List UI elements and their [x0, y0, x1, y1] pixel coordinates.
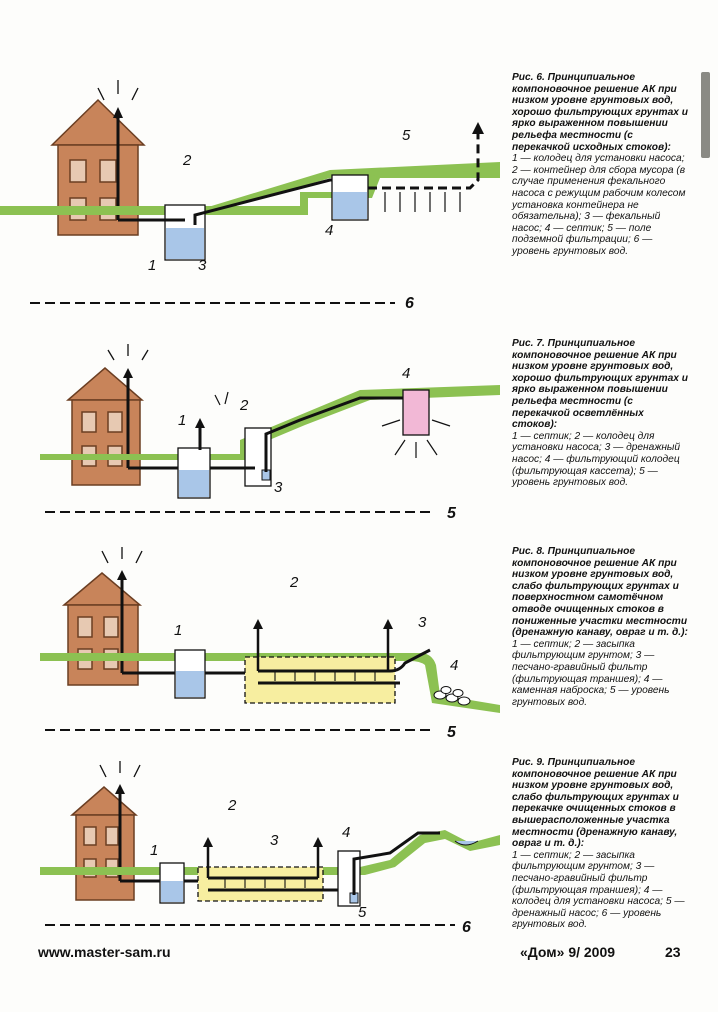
label-5: 5: [358, 904, 367, 921]
pressure-pipe: [193, 178, 345, 225]
figure-6-caption: Рис. 6. Принципиальное компоновочное реш…: [512, 72, 688, 258]
septic-water: [179, 470, 209, 497]
filtration-vent-icon: [472, 122, 484, 134]
ground-surface: [40, 653, 500, 713]
ground-surface: [40, 385, 500, 460]
ground-surface: [40, 830, 500, 875]
figure-8-diagram: 1 2 3 4 5: [40, 547, 500, 741]
figure-9-diagram: 1 2 3 4 5 6: [40, 761, 500, 936]
filtering-well: [402, 389, 430, 436]
inflow-arrows-icon: [214, 391, 229, 406]
figure-9-legend: 1 — септик; 2 — засыпка фильтрующим грун…: [512, 849, 685, 931]
figure-8: 1 2 3 4 5: [0, 545, 500, 745]
filtration-arrows-icon: [274, 672, 376, 681]
figure-7-caption: Рис. 7. Принципиальное компоновочное реш…: [512, 338, 688, 489]
footer-page-number: 23: [665, 944, 681, 960]
septic-water: [161, 881, 183, 902]
label-1: 1: [174, 622, 182, 639]
figure-6-legend: 1 — колодец для установки насоса; 2 — ко…: [512, 153, 686, 257]
figure-8-title: Рис. 8. Принципиальное компоновочное реш…: [512, 546, 688, 639]
slope-surface: [195, 162, 500, 215]
filtration-arrows-icon: [224, 879, 306, 888]
figure-6: 2 1 3 4 5 6: [0, 70, 500, 320]
figure-9: 1 2 3 4 5 6: [0, 755, 500, 940]
filtration-pipe: [368, 130, 480, 190]
label-1: 1: [150, 842, 158, 859]
label-1: 1: [178, 412, 186, 429]
label-2: 2: [227, 797, 237, 814]
figure-7-legend: 1 — септик; 2 — колодец для установки на…: [512, 430, 681, 489]
house-icon: [70, 786, 138, 901]
label-6: 6: [405, 295, 414, 312]
label-2: 2: [182, 152, 192, 169]
figure-7: 1 2 3 4 5: [0, 340, 500, 530]
sand-gravel-filter: [197, 866, 324, 902]
filter-vent-arrow-icon: [313, 837, 323, 847]
label-5: 5: [447, 505, 457, 522]
vent-arrow-icon: [115, 784, 125, 794]
label-6: 6: [462, 919, 471, 936]
page-edge-tab: [701, 72, 710, 158]
label-5: 5: [402, 127, 411, 144]
vent-arrow-icon: [123, 368, 133, 378]
label-3: 3: [270, 832, 279, 849]
vent-arrow-icon: [117, 570, 127, 580]
label-4: 4: [450, 657, 458, 674]
ground-surface: [0, 170, 500, 215]
footer-magazine: «Дом» 9/ 2009: [520, 944, 616, 960]
ditch-water: [454, 840, 479, 846]
label-2: 2: [289, 574, 299, 591]
figure-6-title: Рис. 6. Принципиальное компоновочное реш…: [512, 72, 688, 153]
label-3: 3: [198, 257, 207, 274]
distribution-pipe: [258, 648, 431, 673]
label-2: 2: [239, 397, 249, 414]
filter-vent-arrow-icon: [203, 837, 213, 847]
label-3: 3: [274, 479, 283, 496]
label-4: 4: [325, 222, 333, 239]
figure-6-diagram: 2 1 3 4 5 6: [0, 80, 500, 312]
figure-8-caption: Рис. 8. Принципиальное компоновочное реш…: [512, 546, 688, 708]
stone-riprap: [433, 686, 471, 706]
label-1: 1: [148, 257, 156, 274]
septic-water: [333, 192, 367, 219]
label-3: 3: [418, 614, 427, 631]
figure-7-diagram: 1 2 3 4 5: [40, 344, 500, 522]
septic-water: [176, 671, 204, 697]
dispersion-arrows-icon: [381, 419, 451, 458]
air-arrows-icon: [101, 547, 143, 564]
pressure-pipe: [264, 396, 410, 472]
figure-8-legend: 1 — септик; 2 — засыпка фильтрующим грун…: [512, 638, 670, 708]
air-arrows-icon: [97, 80, 139, 101]
septic-vent-icon: [195, 418, 205, 428]
figure-9-caption: Рис. 9. Принципиальное компоновочное реш…: [512, 757, 688, 931]
filter-vent-arrow-icon: [383, 619, 393, 629]
label-4: 4: [342, 824, 350, 841]
air-arrows-icon: [107, 344, 149, 361]
figure-7-title: Рис. 7. Принципиальное компоновочное реш…: [512, 338, 688, 431]
footer-website[interactable]: www.master-sam.ru: [38, 944, 171, 960]
house-icon: [61, 572, 143, 686]
well-water: [166, 228, 204, 259]
air-arrows-icon: [99, 761, 141, 778]
infiltration-arrows-icon: [384, 192, 461, 212]
figure-9-title: Рис. 9. Принципиальное компоновочное реш…: [512, 757, 679, 850]
label-4: 4: [402, 365, 410, 382]
sand-gravel-filter: [244, 656, 396, 704]
filter-vent-arrow-icon: [253, 619, 263, 629]
label-5: 5: [447, 724, 457, 741]
vent-arrow-icon: [113, 107, 123, 118]
pressure-pipe: [352, 831, 440, 895]
